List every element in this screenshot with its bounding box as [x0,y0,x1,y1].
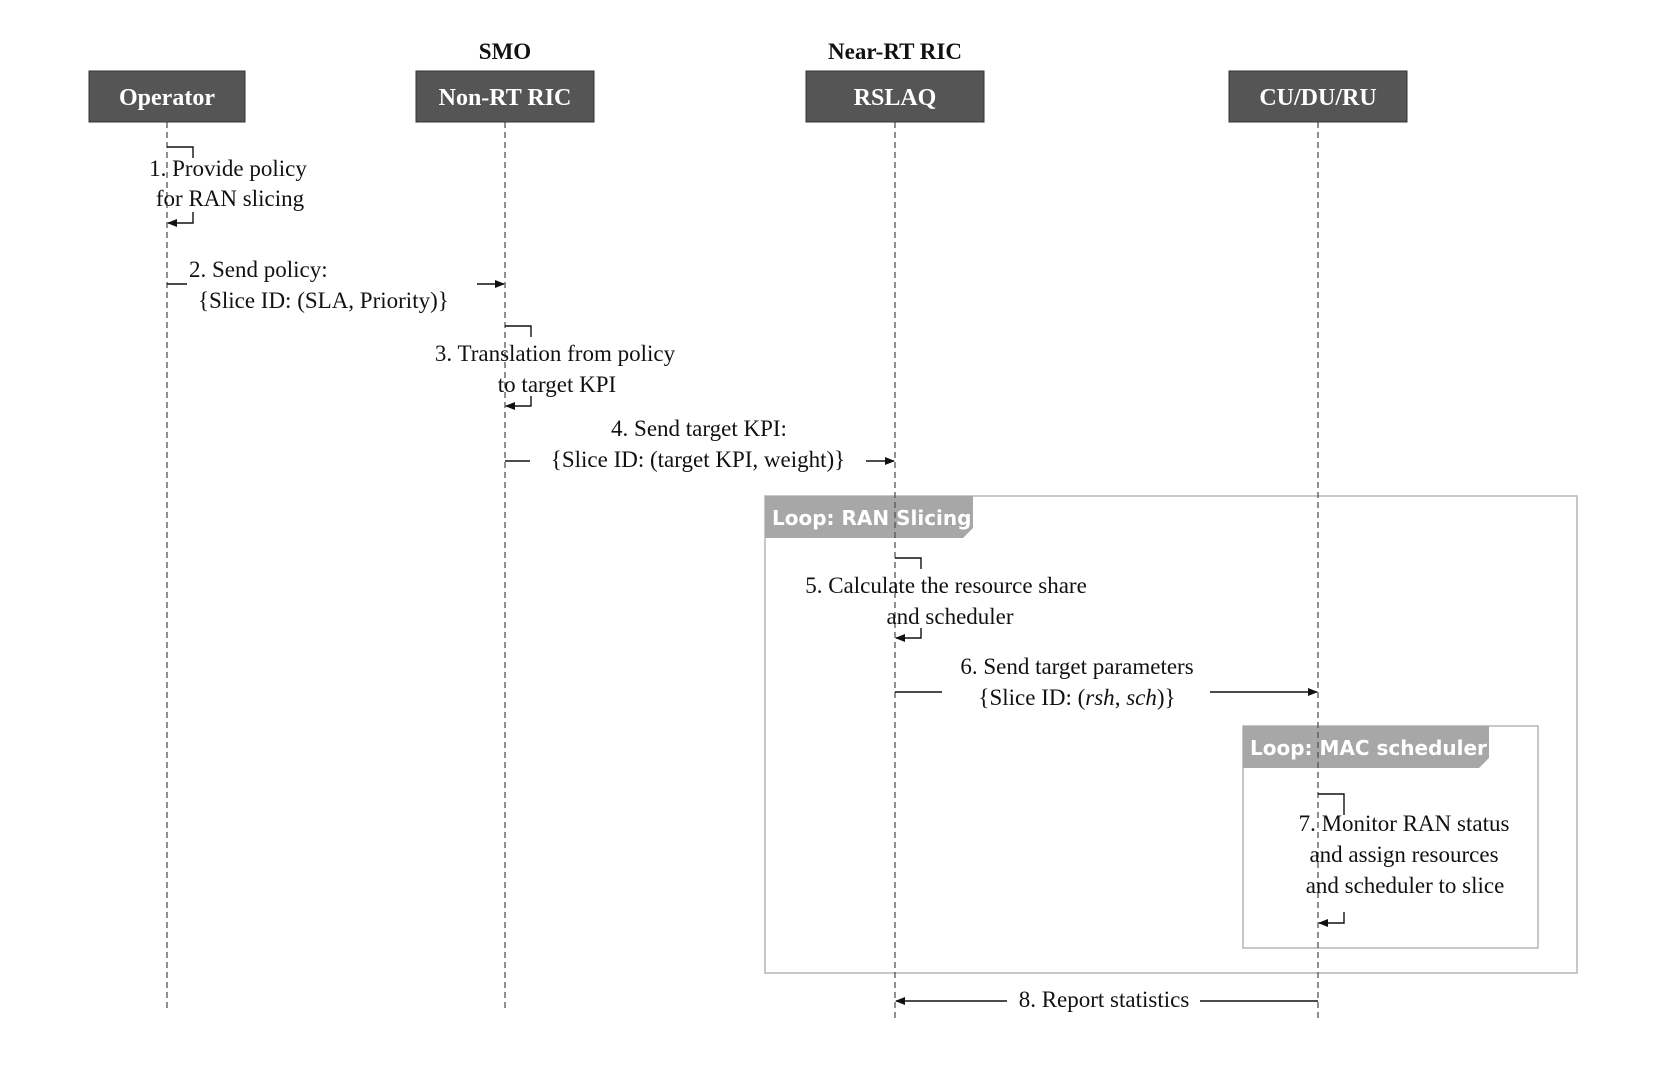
actor-operator: Operator [88,70,246,123]
actor-rslaq: RSLAQ [805,70,985,123]
step-5-label-line-2: and scheduler [886,604,1013,629]
step-5-label-line-1: 5. Calculate the resource share [805,573,1087,598]
step-6-label-line-1: 6. Send target parameters [960,654,1193,679]
step-1-label-line-2: for RAN slicing [156,186,305,211]
group-label-near-rt-ric: Near-RT RIC [828,39,962,64]
step-4-label-line-2: {Slice ID: (target KPI, weight)} [551,447,845,472]
step-3-label-line-1: 3. Translation from policy [435,341,676,366]
group-label-smo: SMO [479,39,531,64]
step-1-self-message: 1. Provide policy for RAN slicing [149,146,307,227]
actor-label-non-rt-ric: Non-RT RIC [439,85,572,111]
step-6-message: 6. Send target parameters {Slice ID: (rs… [895,654,1318,710]
step-2-message: 2. Send policy: {Slice ID: (SLA, Priorit… [167,257,505,313]
loop-label-mac-scheduler: Loop: MAC scheduler [1250,736,1487,760]
step-6-label-line-2: {Slice ID: (rsh, sch)} [978,685,1175,710]
step-3-self-message: 3. Translation from policy to target KPI [435,325,676,410]
loop-frame-ran-slicing: Loop: RAN Slicing [764,495,1578,974]
step-4-message: 4. Send target KPI: {Slice ID: (target K… [505,416,895,472]
step-7-label-line-2: and assign resources [1309,842,1498,867]
step-7-self-message: 7. Monitor RAN status and assign resourc… [1299,793,1510,927]
loop-label-ran-slicing: Loop: RAN Slicing [772,506,971,530]
step-3-label-line-2: to target KPI [498,372,616,397]
step-8-message: 8. Report statistics [895,987,1318,1012]
step-7-label-line-1: 7. Monitor RAN status [1299,811,1510,836]
actor-cu-du-ru: CU/DU/RU [1228,70,1408,123]
step-1-label-line-1: 1. Provide policy [149,156,307,181]
step-7-label-line-3: and scheduler to slice [1306,873,1505,898]
loop-frame-mac-scheduler: Loop: MAC scheduler [1242,725,1539,949]
step-5-self-message: 5. Calculate the resource share and sche… [805,557,1087,642]
actor-label-cu-du-ru: CU/DU/RU [1259,85,1376,111]
actor-label-rslaq: RSLAQ [854,85,937,111]
step-4-label-line-1: 4. Send target KPI: [611,416,787,441]
actor-non-rt-ric: Non-RT RIC [415,70,595,123]
actor-label-operator: Operator [119,85,215,111]
step-2-label-line-1: 2. Send policy: [189,257,328,282]
step-8-label: 8. Report statistics [1019,987,1190,1012]
step-2-label-line-2: {Slice ID: (SLA, Priority)} [198,288,449,313]
